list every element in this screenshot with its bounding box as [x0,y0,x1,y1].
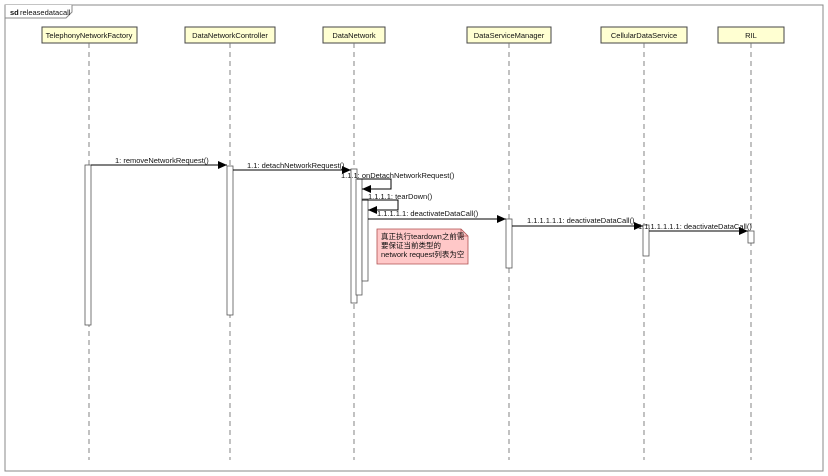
lifeline-label: DataNetwork [332,31,376,40]
activation-bar-telephony-network-factory [84,164,92,326]
note: 真正执行teardown之前需 要保证当前类型的 network request… [376,228,469,265]
message-deactivate-data-call-3: 1.1.1.1.1.1.1: deactivateDataCall() [638,222,752,235]
activation-bar-data-service-manager [505,218,513,269]
activation-bar-cellular-data-service [642,224,650,257]
note-line: 要保证当前类型的 [381,240,441,250]
activation-bar-data-network-controller [226,165,234,316]
frame-name: releasedatacall [20,8,71,17]
message-label: 1.1: detachNetworkRequest() [247,161,345,170]
message-detach-network-request: 1.1: detachNetworkRequest() [233,161,351,174]
message-deactivate-data-call-1: 1.1.1.1.1: deactivateDataCall() [368,209,506,223]
lifeline-ril[interactable]: RIL [717,26,785,460]
lifeline-data-network-controller[interactable]: DataNetworkController [184,26,276,460]
message-label: 1.1.1.1: tearDown() [368,192,433,201]
message-on-detach-network-request: 1.1.1: onDetachNetworkRequest() [341,171,455,193]
message-label: 1.1.1.1.1.1: deactivateDataCall() [527,216,635,225]
activation-bar-data-network-nested-2 [361,198,369,282]
frame-title-tab [4,5,73,19]
lifeline-label: RIL [745,31,757,40]
frame-keyword: sd [10,8,19,17]
lifeline-label: TelephonyNetworkFactory [46,31,133,40]
message-label: 1.1.1.1.1: deactivateDataCall() [377,209,479,218]
message-deactivate-data-call-2: 1.1.1.1.1.1: deactivateDataCall() [512,216,643,230]
note-shape [376,228,469,265]
message-self-arrow [357,178,392,193]
message-label: 1.1.1.1.1.1.1: deactivateDataCall() [638,222,752,231]
message-label: 1.1.1: onDetachNetworkRequest() [341,171,455,180]
note-line: network request列表为空 [381,249,464,259]
message-remove-network-request: 1: removeNetworkRequest() [91,156,227,169]
message-label: 1: removeNetworkRequest() [115,156,209,165]
activation-bar-data-network-nested-1 [355,178,363,296]
note-line: 真正执行teardown之前需 [381,231,465,241]
message-self-arrow [362,199,399,214]
lifeline-header [41,26,138,44]
lifeline-label: CellularDataService [611,31,677,40]
lifeline-label: DataNetworkController [192,31,268,40]
message-tear-down: 1.1.1.1: tearDown() [362,192,433,214]
activation-bar-ril [747,230,755,244]
note-folded-corner [460,229,468,237]
lifeline-label: DataServiceManager [474,31,545,40]
